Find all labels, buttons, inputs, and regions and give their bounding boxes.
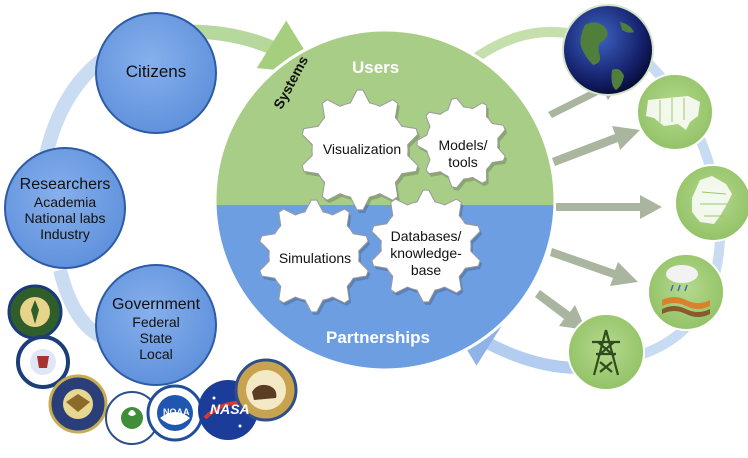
- power-tower-icon: [567, 313, 645, 391]
- doi-seal: [234, 358, 298, 422]
- doe-seal: [7, 284, 63, 340]
- citizens-label: Citizens: [125, 62, 187, 81]
- knowledge-line: knowledge-: [390, 245, 462, 261]
- researchers-item: National labs: [24, 210, 106, 226]
- tools-line: tools: [448, 154, 478, 170]
- government-item: Federal: [132, 314, 180, 330]
- gear-body: [416, 97, 506, 189]
- government-item: State: [139, 330, 173, 346]
- government-block: Government Federal State Local: [100, 296, 212, 362]
- gear-body: [259, 199, 369, 313]
- simulations-label: Simulations: [278, 250, 352, 266]
- gear-body: [301, 89, 419, 211]
- citizens-node: [95, 12, 217, 134]
- usa-map-icon: [636, 73, 714, 151]
- noaa-text: NOAA: [163, 407, 190, 417]
- noaa-seal: [146, 384, 204, 442]
- researchers-item: Industry: [40, 226, 90, 242]
- government-item: Local: [139, 346, 173, 362]
- models-line: Models/: [438, 137, 488, 153]
- gear-databases: [371, 189, 483, 305]
- gear-models-tools: [416, 97, 508, 191]
- dod-seal: [48, 374, 108, 434]
- researchers-item: Academia: [33, 194, 97, 210]
- regional-map-icon: [674, 164, 748, 242]
- hub-circle: [213, 28, 557, 372]
- partnerships-label: Partnerships: [326, 328, 430, 347]
- globe-icon: [562, 4, 654, 96]
- gear-body: [371, 189, 481, 303]
- researchers-block: Researchers Academia National labs Indus…: [8, 176, 122, 242]
- gear-visualization: [301, 89, 420, 213]
- researchers-title: Researchers: [19, 176, 111, 193]
- base-line: base: [410, 262, 442, 278]
- databases-label: Databases/ knowledge- base: [384, 228, 468, 279]
- researchers-node: [4, 147, 126, 269]
- users-label: Users: [352, 58, 400, 77]
- visualization-label: Visualization: [322, 141, 402, 157]
- models-tools-label: Models/ tools: [428, 137, 498, 171]
- nasa-text: NASA: [210, 401, 250, 417]
- dhs-seal: [16, 335, 70, 389]
- weather-soil-icon: [647, 253, 725, 331]
- databases-line: Databases/: [390, 228, 462, 244]
- government-node: [95, 264, 217, 386]
- gear-simulations: [259, 199, 371, 315]
- government-title: Government: [111, 296, 201, 313]
- agency-seals: [7, 284, 298, 445]
